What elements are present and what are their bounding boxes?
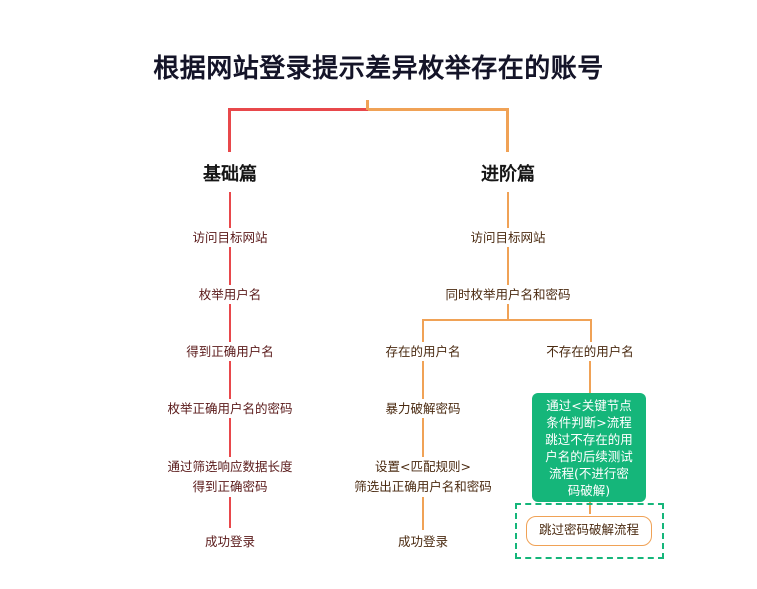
- exists-branch-spine: [422, 358, 424, 530]
- advanced-split-left-drop: [422, 319, 424, 343]
- connector-root-advanced-horizontal: [368, 108, 509, 111]
- advanced-spine: [507, 192, 509, 320]
- not-exists-note-box: 通过<关键节点 条件判断>流程 跳过不存在的用 户名的后续测试 流程(不进行密 …: [532, 393, 646, 502]
- exists-step-match-rule: 设置<匹配规则> 筛选出正确用户名和密码: [333, 457, 513, 497]
- exists-step-login-success: 成功登录: [353, 532, 493, 551]
- connector-advanced-drop: [506, 108, 509, 152]
- advanced-step-visit-site: 访问目标网站: [408, 228, 608, 247]
- connector-root-basic-horizontal: [229, 108, 368, 111]
- highlight-dashed-frame: [515, 503, 664, 559]
- advanced-split-horizontal: [422, 319, 592, 321]
- basic-step-enum-password: 枚举正确用户名的密码: [130, 399, 330, 418]
- page-title: 根据网站登录提示差异枚举存在的账号: [153, 54, 604, 84]
- not-exists-step-username: 不存在的用户名: [520, 342, 660, 361]
- exists-step-bruteforce: 暴力破解密码: [353, 399, 493, 418]
- not-exists-note-to-result: [589, 500, 591, 514]
- connector-root-stub: [366, 100, 369, 110]
- not-exists-branch-spine: [589, 358, 591, 394]
- advanced-heading: 进阶篇: [428, 160, 588, 186]
- basic-step-visit-site: 访问目标网站: [130, 228, 330, 247]
- advanced-split-right-drop: [590, 319, 592, 343]
- advanced-step-enum-both: 同时枚举用户名和密码: [408, 285, 608, 304]
- basic-step-filter-length: 通过筛选响应数据长度 得到正确密码: [130, 457, 330, 497]
- basic-heading: 基础篇: [150, 160, 310, 186]
- basic-step-get-username: 得到正确用户名: [130, 342, 330, 361]
- not-exists-result-pill: 跳过密码破解流程: [526, 516, 652, 546]
- exists-step-username-exists: 存在的用户名: [353, 342, 493, 361]
- connector-basic-drop: [228, 108, 231, 152]
- basic-step-enum-username: 枚举用户名: [130, 285, 330, 304]
- basic-step-login-success: 成功登录: [130, 532, 330, 551]
